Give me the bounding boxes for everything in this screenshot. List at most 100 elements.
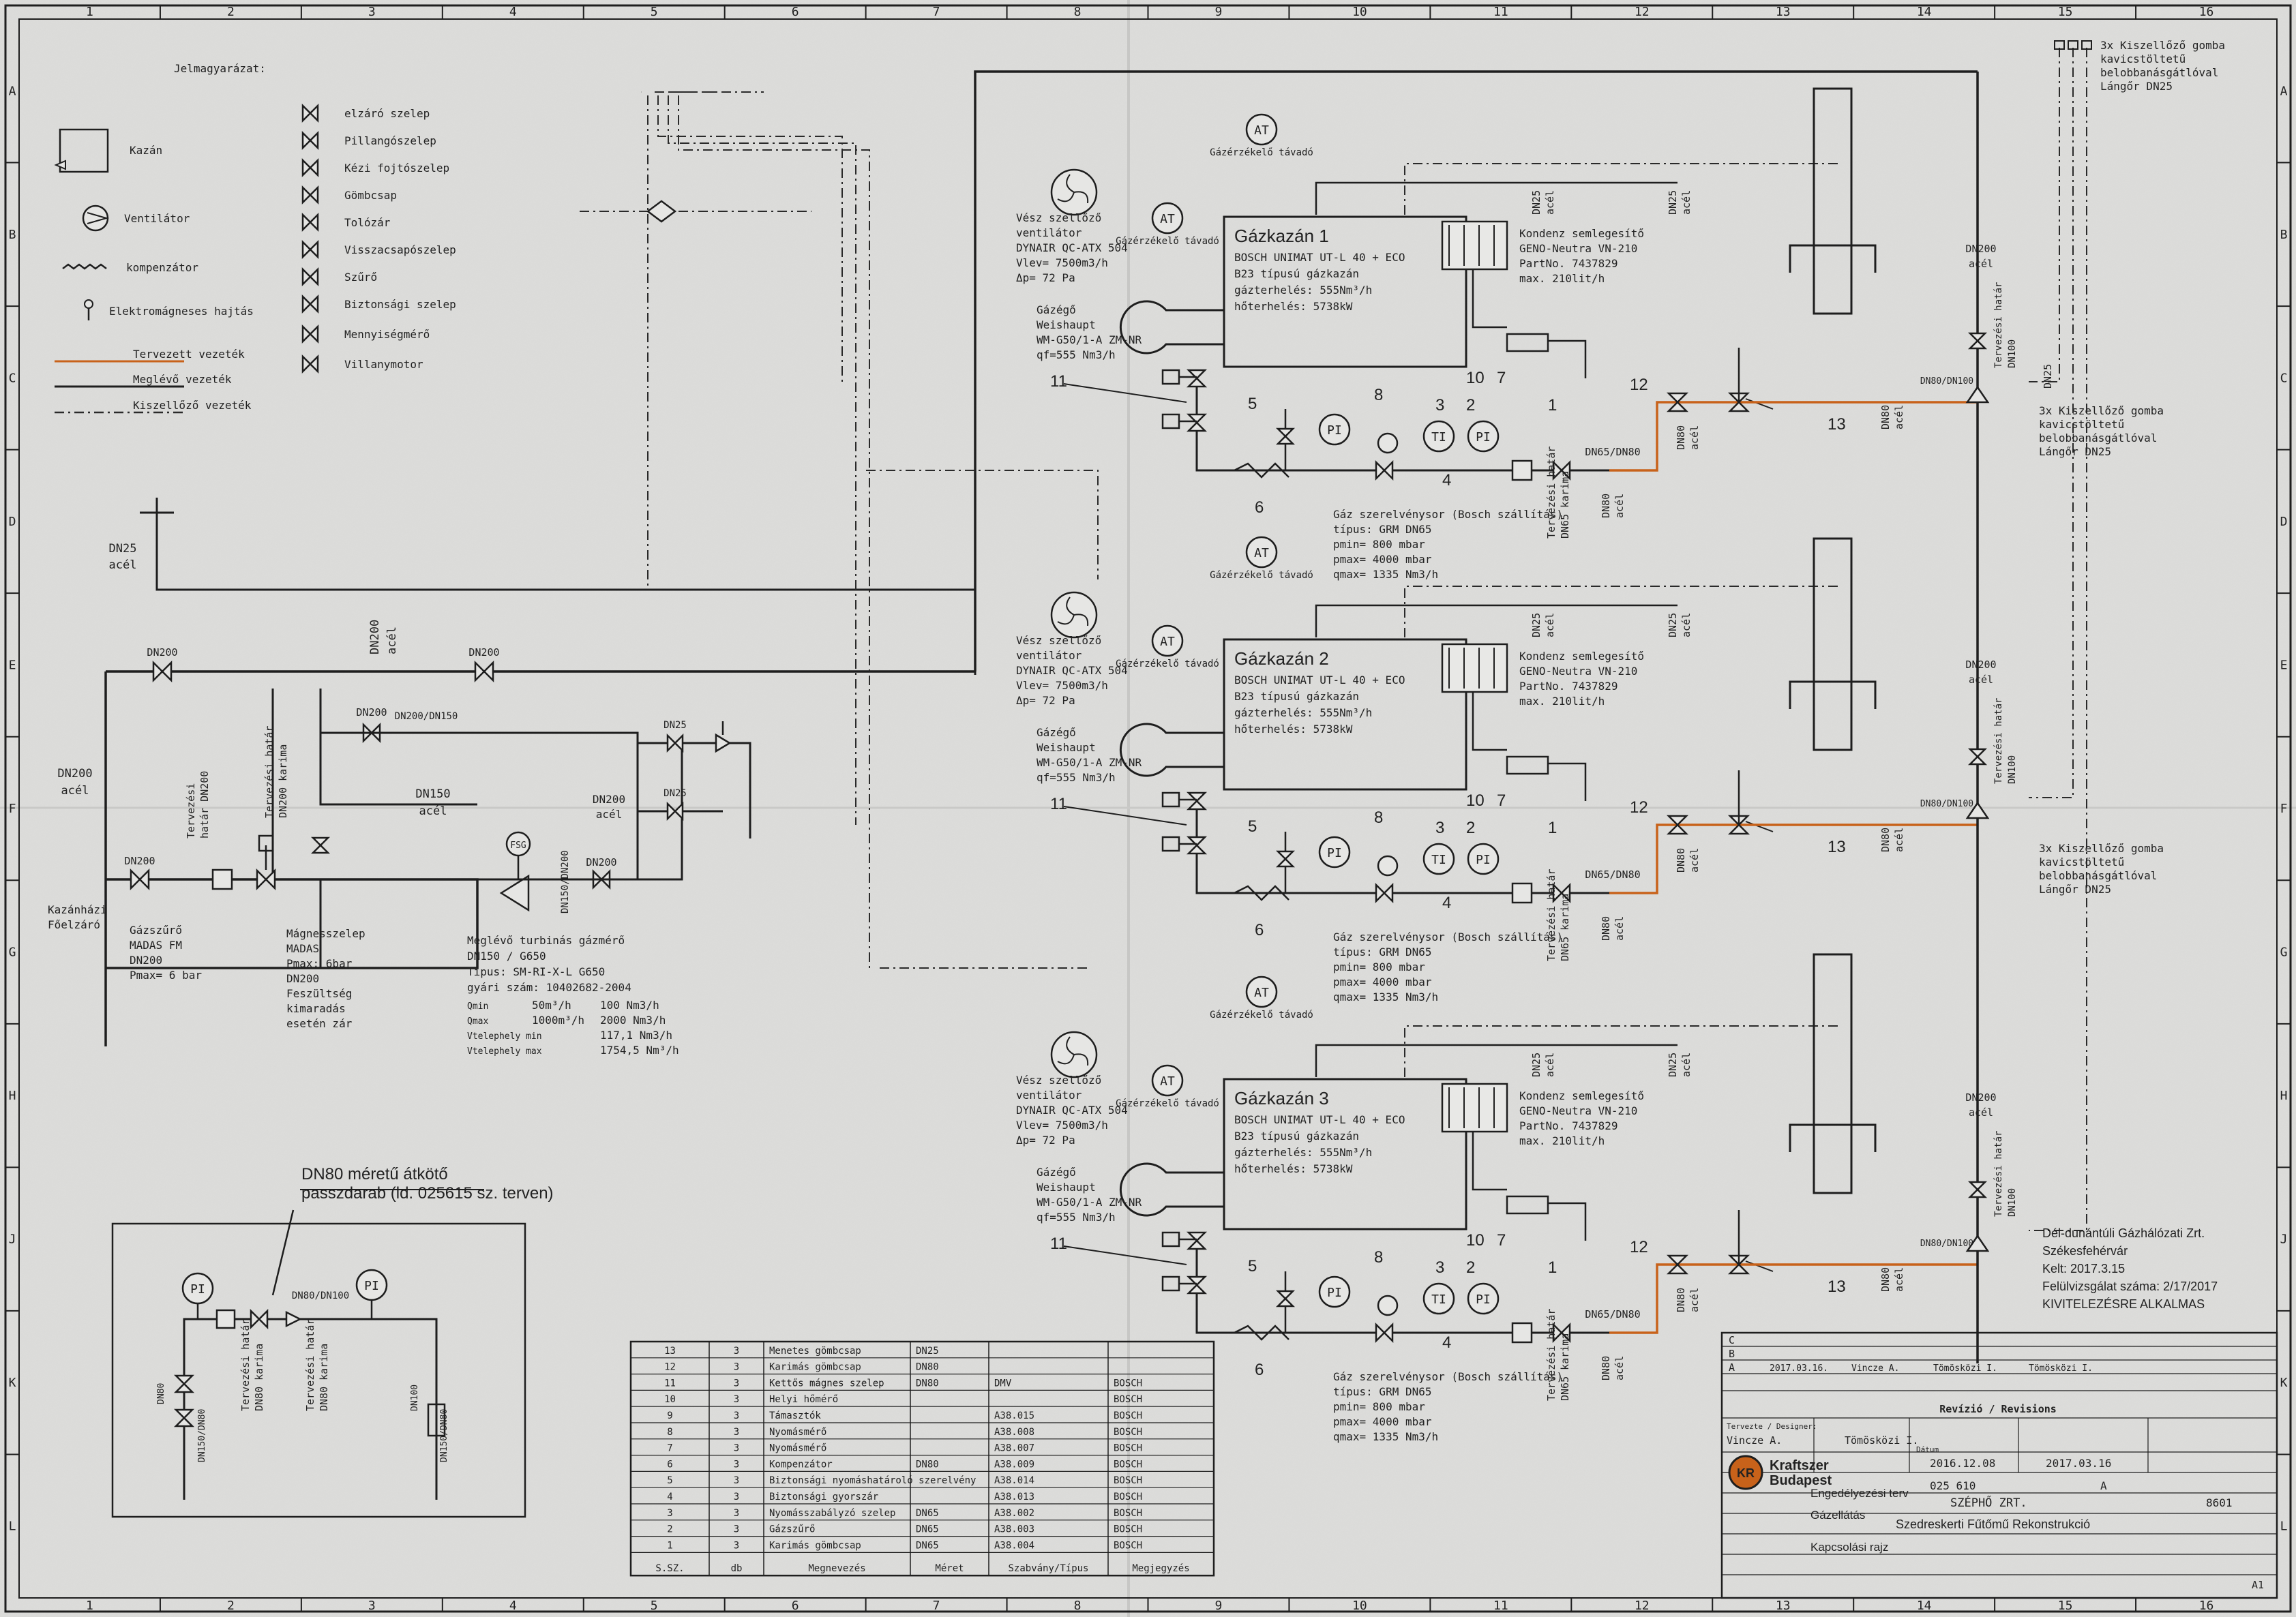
designer-name: Vincze A. [1727,1434,1782,1447]
planned-pipe [1609,823,1978,894]
gas-meter-label: DN150 / G650 [467,950,546,963]
vent-note: belobbanásgátlóval [2039,869,2157,882]
pipe-size-label: acél [385,626,399,654]
exhaust-line [2029,48,2074,798]
pipe-size-label: acél [1893,1267,1905,1292]
fan-blade [1057,1036,1089,1066]
table-cell: BOSCH [1114,1524,1142,1535]
rev-letter: A [1729,1361,1735,1374]
grid-row-label: B [9,228,16,242]
pipe-size-label: DN150/DN80 [197,1409,207,1462]
client-name: SZÉPHŐ ZRT. [1950,1495,2027,1510]
neutralizer-label: PartNo. 7437829 [1519,1119,1618,1132]
fan-label: ventilátor [1016,649,1082,662]
grid-row-label: G [9,946,16,960]
grid-row-label: A [9,84,16,98]
table-cell: A38.003 [994,1524,1034,1535]
table-cell: 1 [667,1540,672,1551]
grid-col-label: 8 [1074,5,1082,19]
detector-label: Gázérzékelő távadó [1210,1010,1313,1021]
valve-icon [666,733,676,753]
item-mark: 7 [1497,369,1506,387]
boundary-label: határ DN200 [198,771,211,838]
economiser-icon [1441,220,1508,271]
approval-stamp: Székesfehérvár [2042,1244,2128,1258]
gas-train-label: típus: GRM DN65 [1333,946,1432,958]
pipe-size-label: DN200 [57,767,92,781]
table-cell: DN65 [916,1508,939,1519]
table-header: S.SZ. [655,1563,684,1574]
pipe-size-label: DN200 [368,620,382,654]
table-cell: A38.015 [994,1410,1034,1421]
stack-cap [1789,1123,1877,1152]
table-cell: BOSCH [1114,1394,1142,1405]
vent-line [1315,1044,1678,1077]
neutralizer-label: GENO-Neutra VN-210 [1519,665,1637,678]
neutralizer-label: max. 210lit/h [1519,695,1605,708]
company-name: Kraftszer [1770,1458,1829,1473]
ball-valve-icon [1666,823,1689,835]
table-cell: 7 [667,1443,672,1454]
ball-valve-icon [1666,401,1689,412]
vent-mushroom-icon [2068,40,2078,50]
neutralizer-icon [1506,1195,1549,1215]
grid-col-label: 13 [1776,1599,1791,1613]
item-mark: 5 [1248,395,1257,413]
burner-label: Gázégő [1037,1166,1076,1179]
grid-row-label: G [2280,946,2288,960]
grid-row-label: L [2280,1520,2288,1534]
compensator-icon [1234,462,1289,479]
table-cell: DN80 [916,1459,939,1470]
grid-row-label: F [9,802,16,816]
neutralizer-label: max. 210lit/h [1519,1134,1605,1147]
boiler-title: Gázkazán 3 [1234,1088,1329,1108]
vent-note: belobbanásgátlóval [2100,66,2218,79]
ball-valve-icon [1560,459,1571,481]
drain-line [1548,339,1587,378]
butterfly-valve-icon [301,130,312,151]
table-header: Méret [935,1563,964,1574]
double-solenoid-valve-icon [1186,791,1208,802]
gas-train-label: típus: GRM DN65 [1333,523,1432,536]
gas-train-label: pmax= 4000 mbar [1333,976,1432,988]
table-cell: BOSCH [1114,1540,1142,1551]
strainer-label: DN200 [130,954,162,967]
valve-icon [674,801,684,821]
boundary-label: Tervezési határ [1545,869,1557,961]
pipe-size-label: acél [1688,1288,1701,1312]
compensator-icon [62,263,107,270]
legend-title: Jelmagyarázat: [174,62,266,75]
thermometer-label: TI [1431,430,1446,444]
date-issued: 2016.12.08 [1930,1457,1995,1470]
table-cell: BOSCH [1114,1378,1142,1389]
pipe-size-label: DN65/DN80 [1585,446,1640,458]
detector-label: Gázérzékelő távadó [1116,236,1219,247]
pipe-size-label: acél [1680,190,1693,215]
valve-icon [1967,1181,1988,1191]
valve-icon [173,1374,195,1385]
approval-stamp: Dél-dunántúli Gázhálózati Zrt. [2042,1226,2205,1240]
fan-label: Δp= 72 Pa [1016,1134,1075,1147]
solenoid-valve-icon [265,868,276,891]
drain-line [1548,762,1587,801]
planned-pipe [1609,1263,1978,1334]
grid-col-label: 9 [1215,5,1223,19]
table-cell: Menetes gömbcsap [769,1346,861,1357]
double-solenoid-valve-icon [1186,421,1208,432]
detector-label: Gázérzékelő távadó [1116,1098,1219,1109]
detail-title: passzdarab (ld. 025615 sz. terven) [301,1184,554,1203]
subject: Gázellátás [1810,1509,1865,1522]
pipe-size-label: acél [596,808,623,821]
rev-letter: C [1729,1334,1735,1346]
detector-label: Gázérzékelő távadó [1116,659,1219,669]
boundary-label: Tervezési határ [1993,698,2004,784]
fan-blade [1057,174,1089,204]
solenoid-drive-icon [84,299,93,309]
grid-col-label: 4 [509,5,517,19]
economiser-icon [1441,1083,1508,1133]
pipe-size-label: DN80 [1600,916,1612,941]
